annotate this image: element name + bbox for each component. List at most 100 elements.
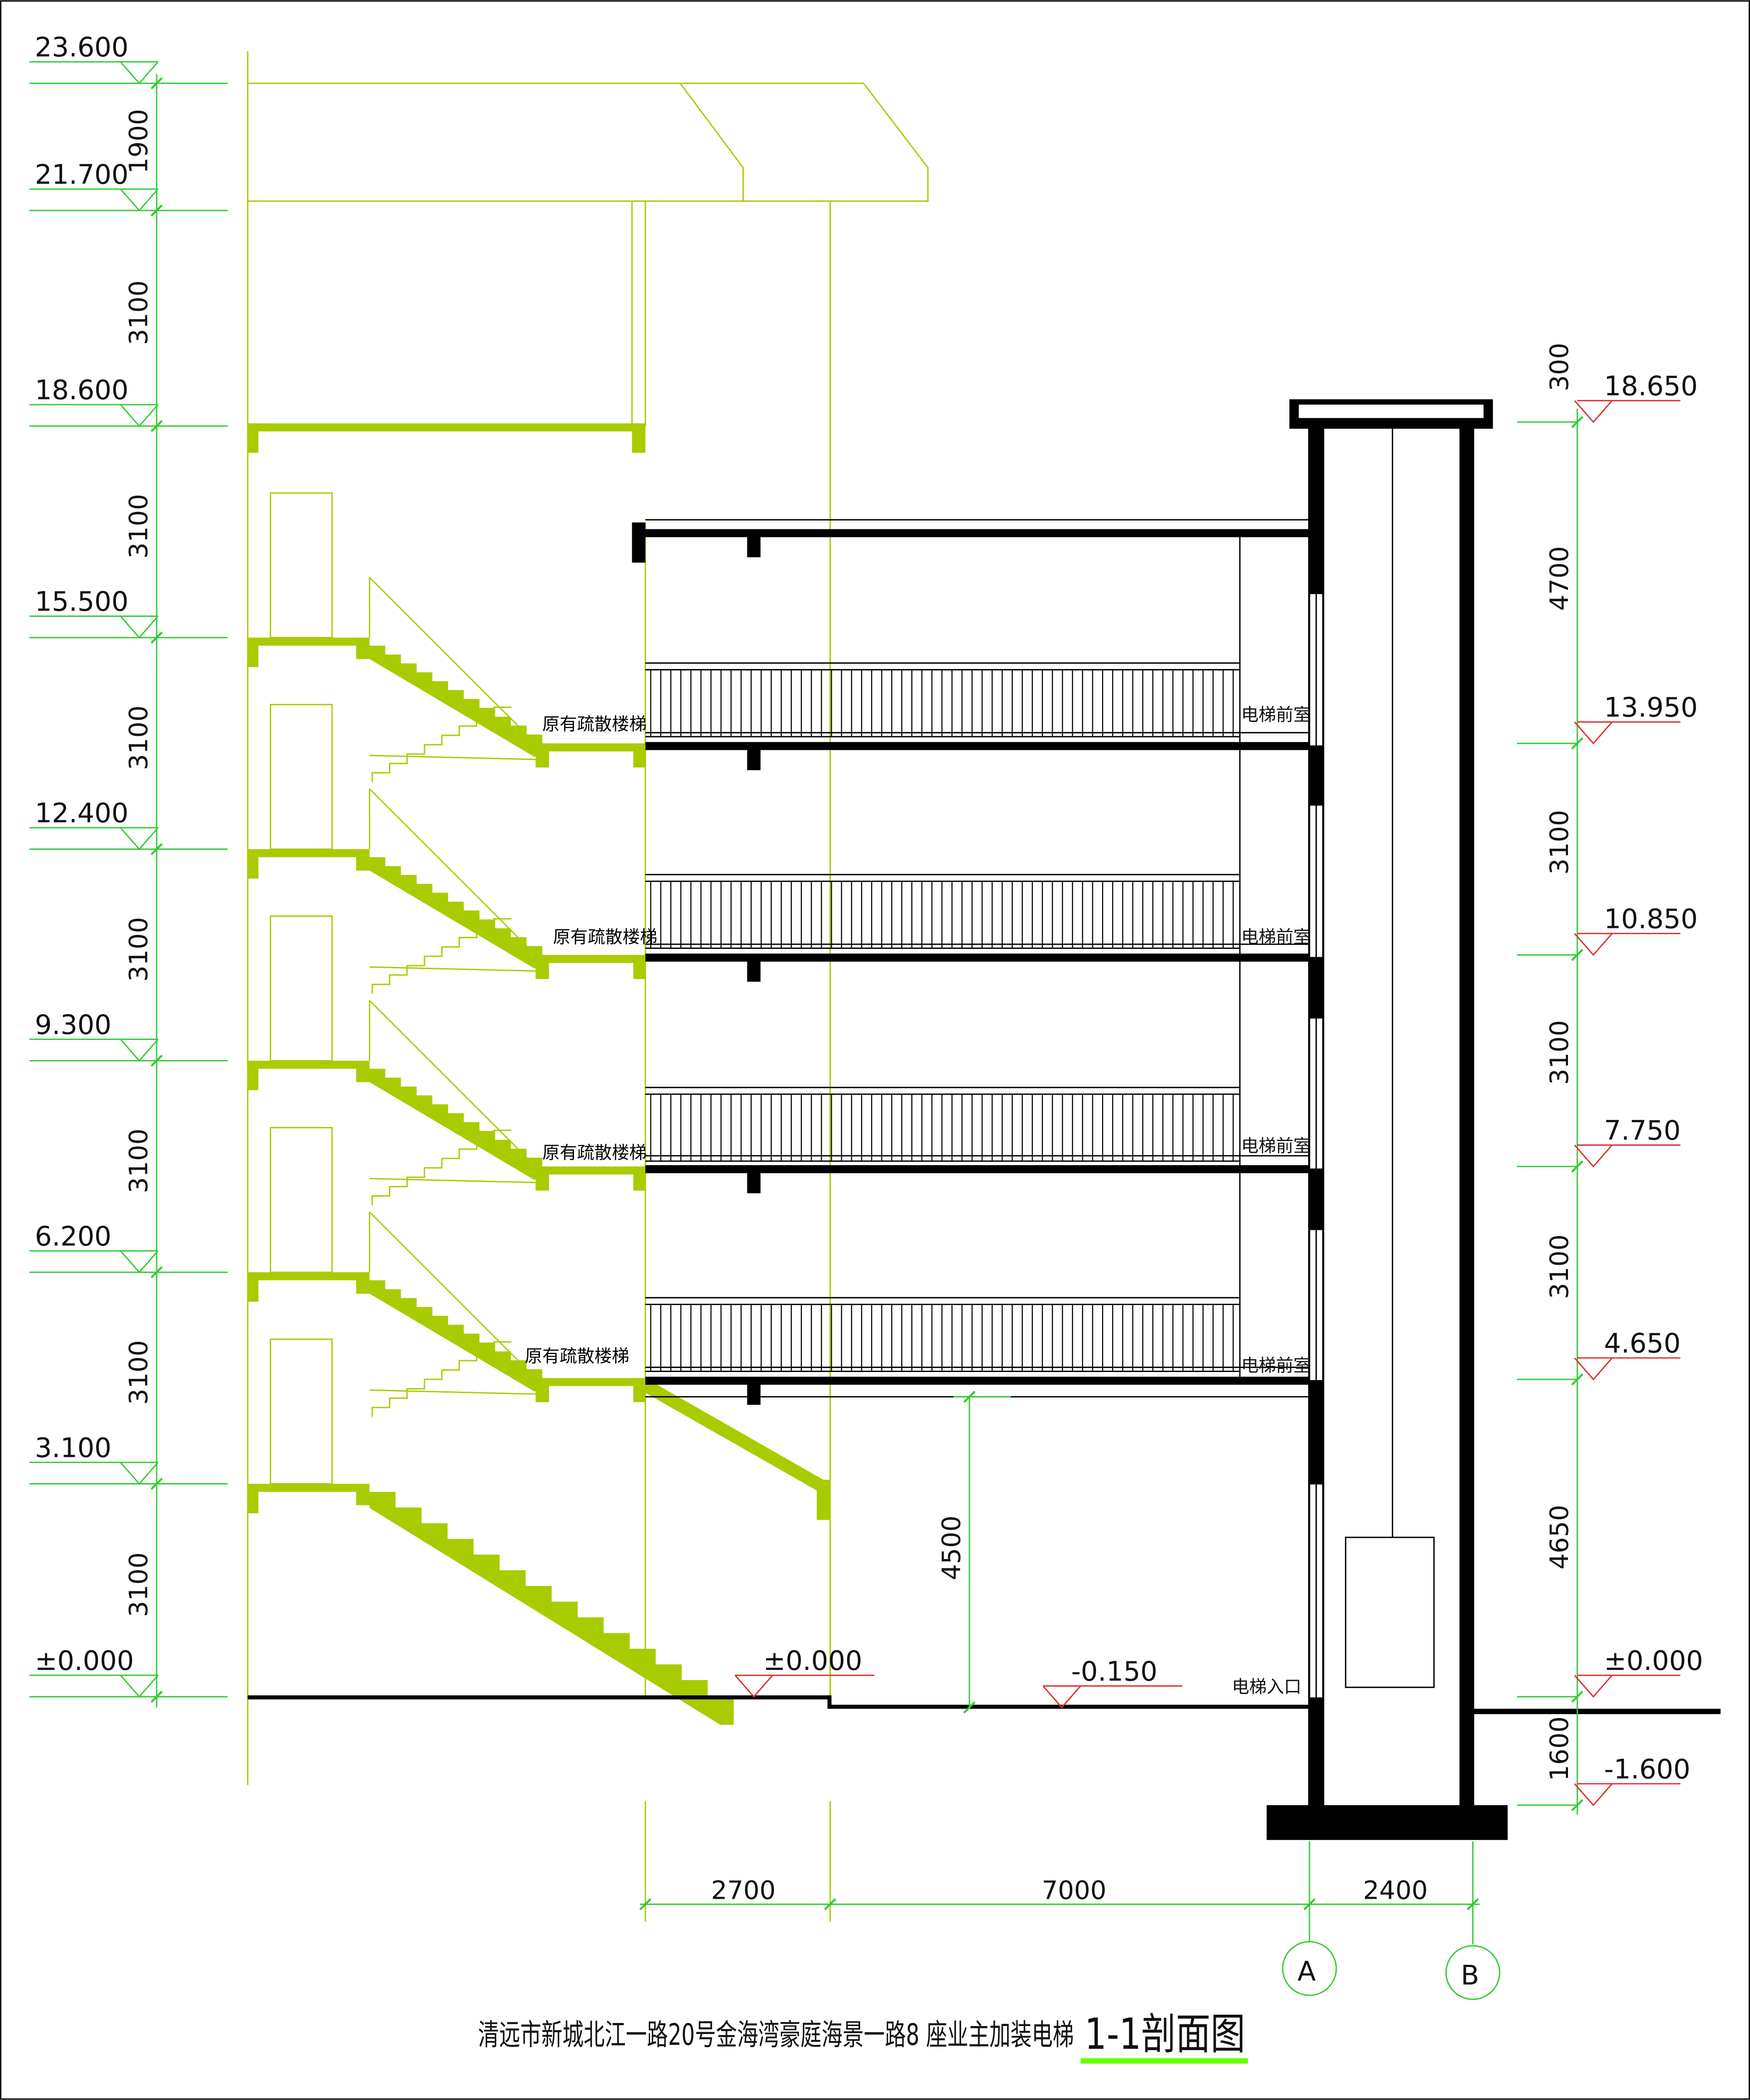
elevation-label: 15.500 [35,586,129,617]
elevation-triangle-icon [120,616,159,639]
dimension-label: 3100 [124,1552,154,1617]
stair-outline [369,755,536,760]
floor-slab [645,1376,1312,1385]
dimension-layer: 23.600190021.700310018.600310015.5003100… [29,32,1703,2000]
stair-landing [248,1484,368,1492]
dimension-tick [963,1701,976,1714]
stair-label: 原有疏散楼梯 [553,927,658,947]
stair-flight [369,1068,542,1180]
beam [747,1380,761,1405]
dimension-label: 3100 [124,280,154,345]
elevation-label: 12.400 [35,798,129,829]
elevation-triangle-icon [1574,933,1613,956]
beam [747,533,761,557]
dimension-tick [1571,1160,1584,1173]
elevation-triangle-icon [120,1250,159,1274]
elevation-label: ±0.000 [1604,1645,1703,1676]
title-underline [1080,2058,1248,2064]
dimension-tick [150,1054,163,1067]
landing-stub [633,1166,646,1191]
stair-landing [248,1060,368,1069]
stair-label: 原有疏散楼梯 [542,1143,647,1163]
elevation-label: 3.100 [35,1432,112,1463]
stair-outline [369,1389,536,1395]
dimension-tick [639,1898,651,1911]
window-opening [270,492,333,638]
dimension-label: 3100 [1544,1234,1574,1299]
elevation-label: 21.700 [35,159,129,190]
dimension-label: 3100 [124,1340,154,1405]
dimension-label: 4700 [1544,546,1574,611]
stair-landing [536,955,646,963]
lobby-label: 电梯前室 [1241,1136,1311,1156]
beam [747,746,761,770]
floor-slab [645,1165,1312,1173]
elevation-triangle-icon [120,1039,159,1062]
stair-landing [248,849,368,858]
landing-stub [356,637,370,659]
dimension-label: 4650 [1544,1505,1574,1570]
elevation-label: 18.600 [35,375,129,406]
ground-line [830,1704,1310,1709]
roof-canopy-edge [679,83,744,201]
elevation-label: 9.300 [35,1009,112,1040]
stair-flight [369,1491,734,1725]
axis-label: B [1461,1960,1479,1991]
elevation-triangle-icon [120,189,159,212]
slab-stub [248,423,259,453]
elevation-label: 4.650 [1604,1328,1680,1359]
floor-slab [645,953,1312,962]
elevation-label: 18.650 [1604,371,1698,402]
stair-landing [248,1272,368,1281]
stair-outline [369,577,536,744]
stair-flight [369,1280,542,1392]
stair-flight [369,857,542,969]
dimension-tick [150,843,163,855]
dimension-tick [150,1690,163,1703]
elevation-triangle-icon [120,1462,159,1485]
elevation-triangle-icon [120,1675,159,1698]
balcony-railing [650,881,1234,948]
stair-landing [536,743,646,752]
dimension-tick [1571,416,1584,428]
landing-stub [536,955,549,979]
dimension-label: 4500 [936,1516,966,1580]
stair-label: 原有疏散楼梯 [542,714,647,735]
balcony-railing [650,669,1234,737]
elevation-triangle-icon [120,827,159,850]
stair-outline [369,1211,536,1379]
dimension-label: 3100 [124,1129,154,1194]
dimension-tick [1571,1690,1584,1703]
floor-slab [645,529,1312,537]
lobby-label: 电梯前室 [1241,927,1311,947]
elevation-triangle-icon [1042,1685,1081,1709]
dimension-label: 3100 [124,917,154,982]
stair-landing [536,1166,646,1175]
drawing-subtitle: 1-1剖面图 [1085,2009,1245,2059]
dimension-tick [150,1477,163,1490]
landing-stub [536,1378,549,1402]
dimension-tick [1571,1373,1584,1386]
beam [747,957,761,982]
elevation-label: 7.750 [1604,1115,1680,1146]
elevation-triangle-icon [120,404,159,427]
landing-stub [356,1272,370,1294]
elevation-label: ±0.000 [763,1645,862,1676]
dimension-label: 2400 [1363,1875,1428,1905]
dimension-tick [150,420,163,432]
elevation-triangle-icon [735,1675,774,1698]
elevation-label: 13.950 [1604,692,1698,723]
ground-line [248,1695,830,1700]
landing-stub [536,743,549,768]
elevation-label: 6.200 [35,1221,112,1252]
stair-flight [369,645,542,757]
elevation-label: -0.150 [1071,1656,1157,1687]
window-opening [270,1127,333,1273]
stair-layer [247,51,929,1922]
dimension-tick [150,204,163,217]
landing-stub [248,1484,259,1513]
roof-canopy [248,82,929,202]
dimension-label: 2700 [711,1875,776,1905]
dimension-tick [150,631,163,644]
